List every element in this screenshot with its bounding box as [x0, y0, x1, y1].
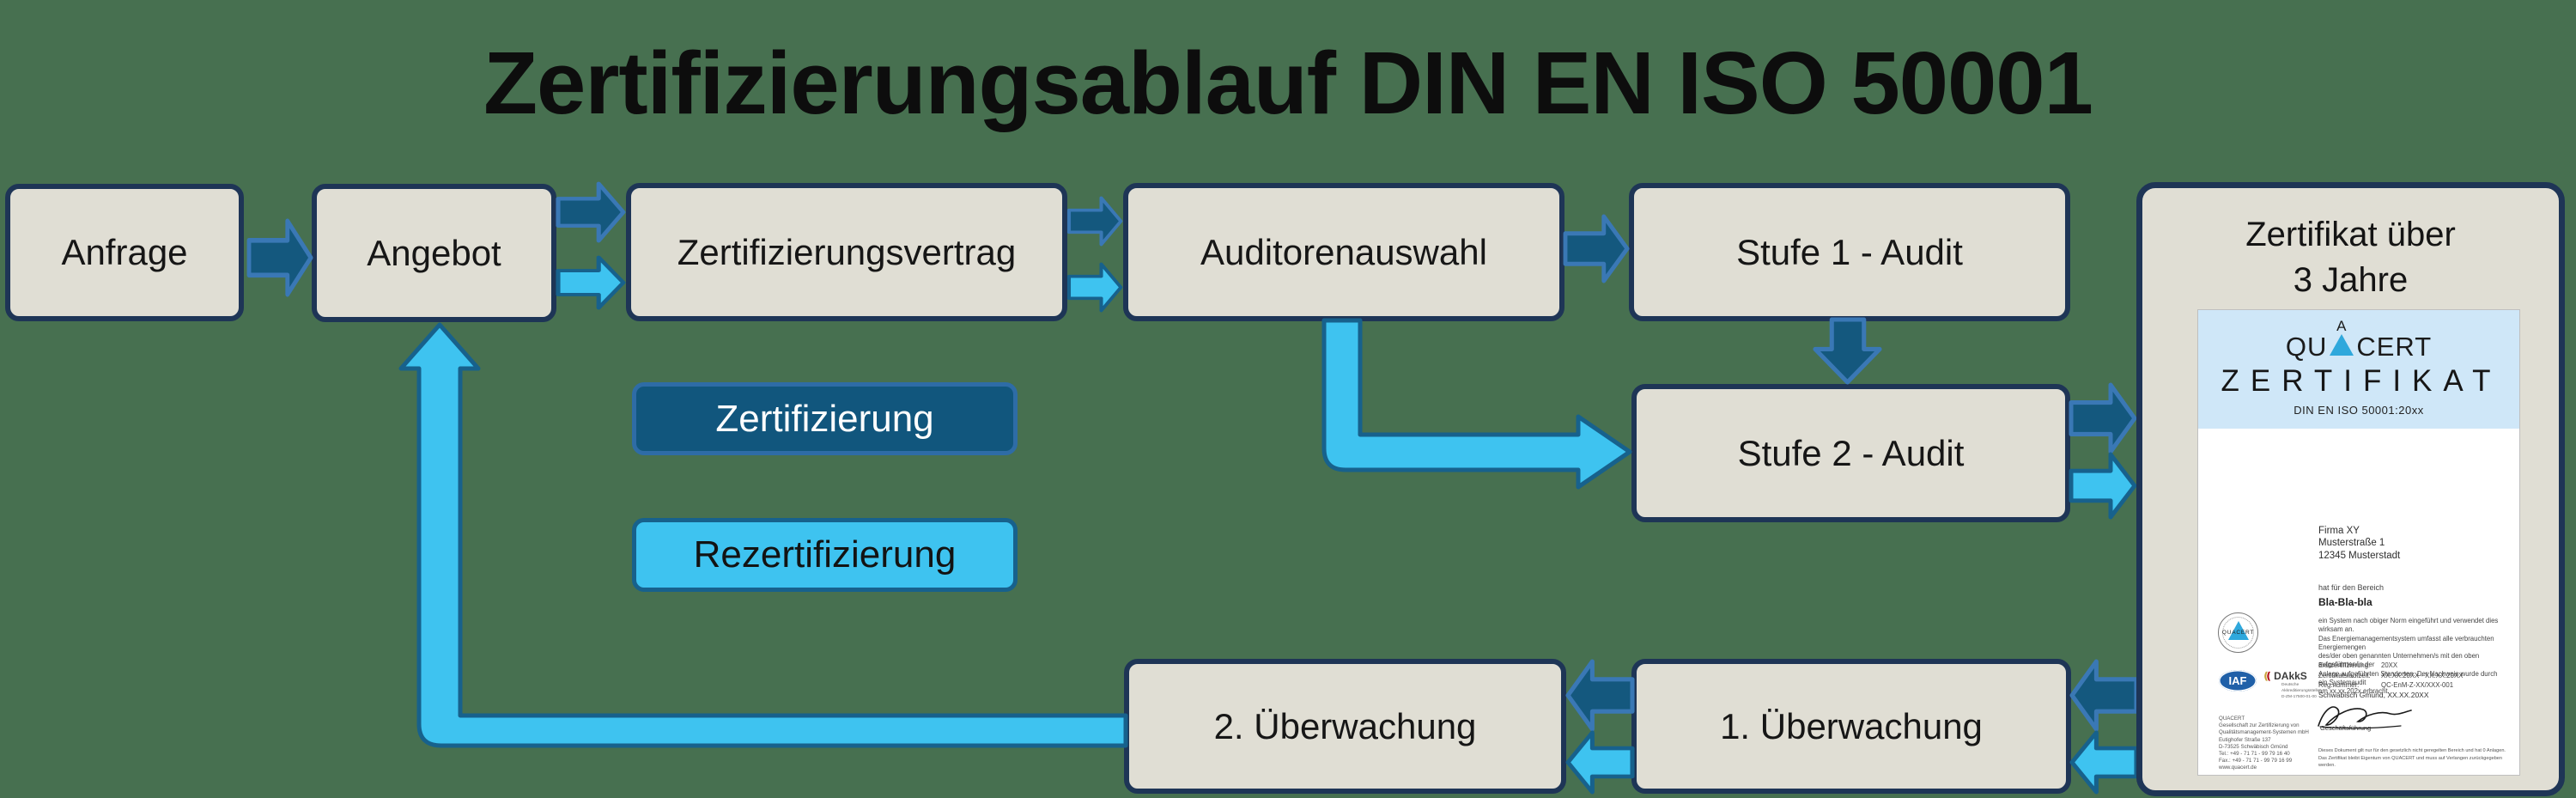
legend-rezertifizierung: Rezertifizierung: [632, 518, 1018, 592]
arrow-anfrage-to-angebot: [246, 218, 313, 297]
node-zertifizierungsvertrag: Zertifizierungsvertrag: [626, 183, 1067, 321]
arrow-stufe2-to-zertifikat-zertifizierung: [2069, 382, 2137, 454]
node-stufe2-audit: Stufe 2 - Audit: [1631, 384, 2070, 522]
triangle-icon: [2330, 334, 2354, 356]
place-date: Schwäbisch Gmünd, XX.XX.20XX: [2318, 691, 2429, 699]
issuer-address: QUACERT Gesellschaft zur Zertifizierung …: [2219, 716, 2309, 771]
seal-label: QUACERT: [2221, 630, 2255, 636]
logo-a: A: [2336, 318, 2348, 334]
certificate-paragraph: ein System nach obiger Norm eingeführt u…: [2318, 617, 2499, 696]
logo-cert: CERT: [2356, 332, 2433, 362]
certificate-header: QU A CERT ZERTIFIKAT DIN EN ISO 50001:20…: [2198, 310, 2519, 429]
scope-value: Bla-Bla-bla: [2318, 596, 2372, 608]
certificate-heading: ZERTIFIKAT: [2221, 364, 2502, 398]
arrow-stufe1-to-stufe2: [1813, 317, 1882, 385]
node-zertifikat-panel: Zertifikat über 3 Jahre QU A CERT ZERTIF…: [2136, 182, 2565, 796]
legend-zertifizierung: Zertifizierung: [632, 382, 1018, 455]
quacert-seal: QUACERT: [2218, 612, 2258, 653]
arrow-ueberwachung1-to-ueberwachung2-rezertifizierung: [1565, 730, 1635, 795]
node-auditorenauswahl: Auditorenauswahl: [1123, 183, 1564, 321]
disclaimer: Dieses Dokument gilt nur für den gesetzl…: [2318, 748, 2506, 769]
panel-title-line1: Zertifikat über: [2245, 216, 2456, 253]
certificate-image: QU A CERT ZERTIFIKAT DIN EN ISO 50001:20…: [2197, 309, 2520, 776]
arrow-ueberwachung1-to-ueberwachung2-zertifizierung: [1565, 659, 1635, 732]
logo-qu: QU: [2285, 332, 2328, 362]
field-values: 20XX XX.XX.20XX - XX.XX.20XX QC-EnM-Z-XX…: [2381, 661, 2464, 690]
page-title: Zertifizierungsablauf DIN EN ISO 50001: [483, 34, 2093, 132]
node-ueberwachung-2: 2. Überwachung: [1124, 659, 1566, 794]
dakks-logo: ❪❪DAkkS: [2262, 670, 2307, 682]
seal-triangle-icon: [2227, 621, 2249, 640]
field-labels: Erstzertifizierung: Zertifikatslaufzeit:…: [2318, 661, 2371, 690]
dakks-label: DAkkS: [2274, 670, 2307, 682]
arrow-vertrag-to-auditoren-rezertifizierung: [1066, 262, 1123, 313]
arrow-vertrag-to-auditoren-zertifizierung: [1066, 196, 1123, 247]
node-ueberwachung-1: 1. Überwachung: [1631, 659, 2071, 794]
node-anfrage: Anfrage: [5, 184, 244, 321]
arrow-auditoren-to-stufe1: [1563, 214, 1630, 283]
signature-label: Geschäftsführung: [2320, 724, 2372, 732]
arrow-angebot-to-vertrag-rezertifizierung: [556, 255, 626, 310]
node-angebot: Angebot: [312, 184, 556, 322]
scope-label: hat für den Bereich: [2318, 583, 2385, 592]
arrow-zertifikat-to-ueberwachung1-rezertifizierung: [2069, 730, 2139, 795]
recipient-address: Firma XY Musterstraße 1 12345 Musterstad…: [2318, 526, 2401, 561]
quacert-logo: QU A CERT: [2285, 319, 2433, 362]
arrow-auditoren-to-stufe2-rezertifizierung: [1321, 318, 1632, 490]
arrow-angebot-to-vertrag-zertifizierung: [556, 181, 626, 243]
signature: [2318, 706, 2412, 729]
node-stufe1-audit: Stufe 1 - Audit: [1629, 183, 2070, 321]
dakks-subtext: Deutsche Akkreditierungsstelle D-ZM-1750…: [2281, 683, 2320, 699]
iaf-logo: IAF: [2219, 670, 2257, 691]
panel-title-line2: 3 Jahre: [2293, 260, 2409, 299]
arrow-ueberwachung2-to-angebot-rezertifizierung: [398, 322, 1128, 748]
arrow-stufe2-to-zertifikat-rezertifizierung: [2069, 452, 2137, 520]
certificate-norm: DIN EN ISO 50001:20xx: [2293, 404, 2424, 417]
arrow-zertifikat-to-ueberwachung1-zertifizierung: [2069, 659, 2139, 732]
certificate-body: Firma XY Musterstraße 1 12345 Musterstad…: [2198, 429, 2519, 776]
certificate-panel-title: Zertifikat über 3 Jahre: [2142, 188, 2559, 303]
